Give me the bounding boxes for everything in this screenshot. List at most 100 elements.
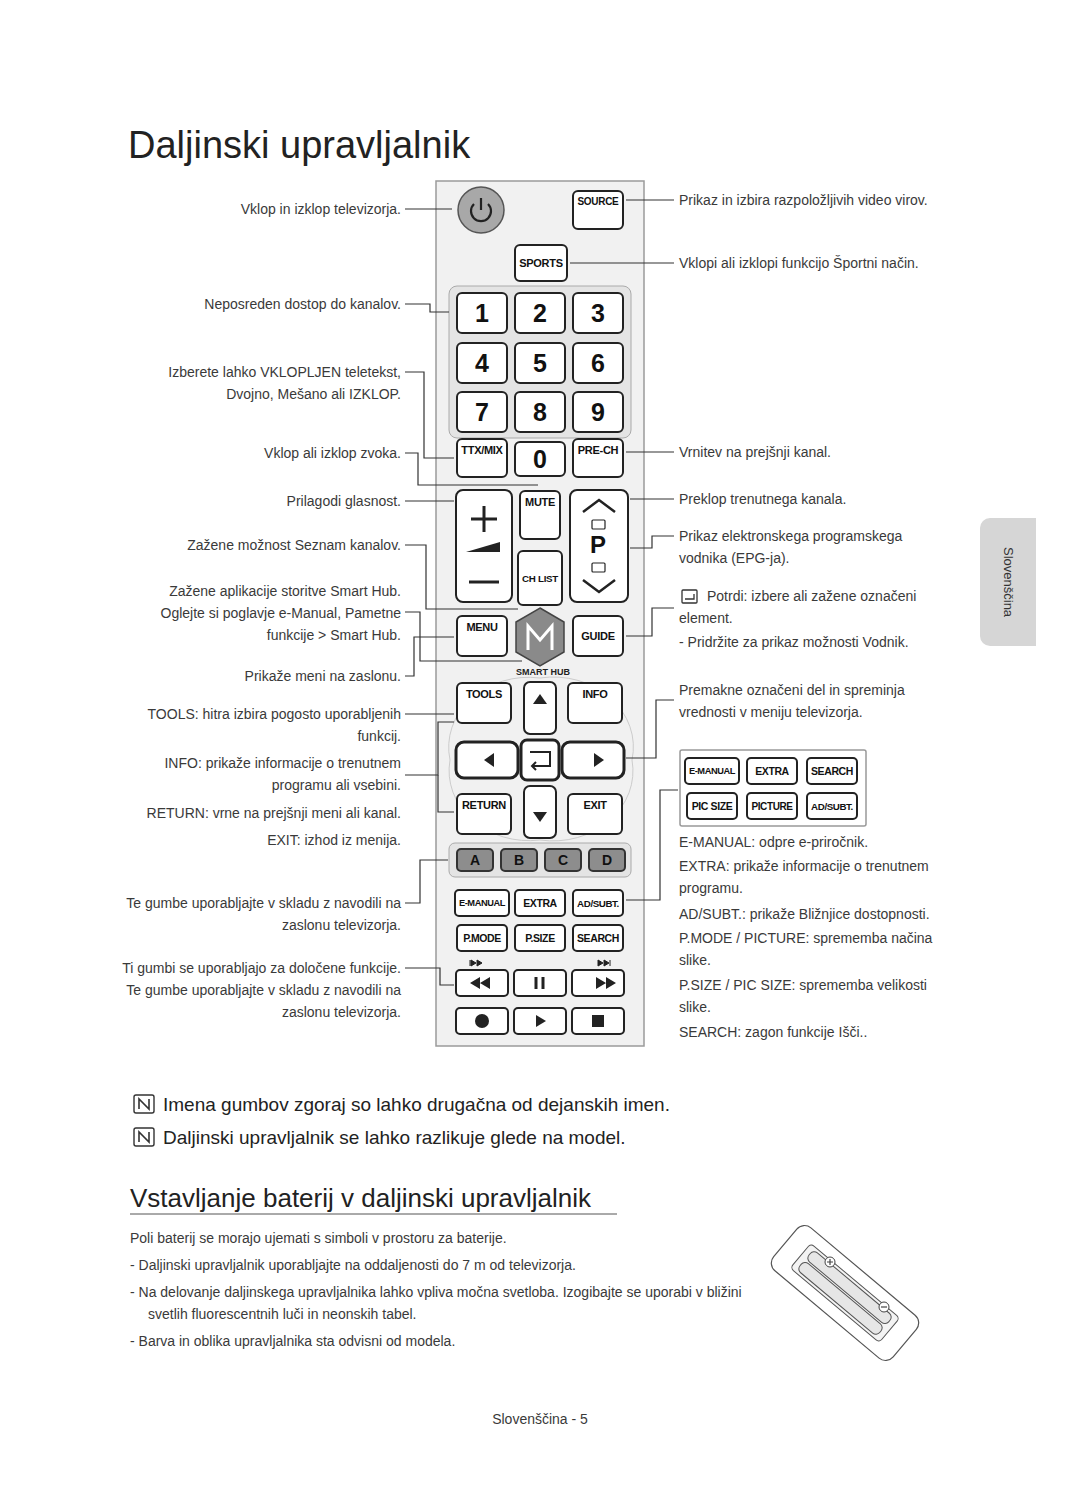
annotation: Poli baterij se morajo ujemati s simboli… [130, 1227, 770, 1249]
remote-button: PRE-CH [572, 438, 624, 478]
remote-button: PICTURE [746, 792, 798, 820]
annotation: Vklop in izklop televizorja. [121, 198, 401, 220]
note-icon [139, 1099, 149, 1109]
remote-button: 8 [514, 391, 566, 433]
color-panel [449, 843, 631, 877]
up-button [524, 682, 556, 734]
annotation: P.SIZE / PIC SIZE: sprememba velikosti s… [679, 974, 941, 1018]
button-label: EXTRA [523, 897, 557, 909]
button-label: 9 [591, 398, 605, 427]
plus-symbol [471, 506, 497, 532]
button-label: 1 [475, 299, 489, 328]
smart-hub-button [516, 608, 564, 666]
remote-button: B [500, 848, 538, 872]
play-symbol [536, 1015, 546, 1027]
leader-line [405, 968, 454, 985]
button-label: RETURN [462, 799, 506, 811]
button-label: EXIT [583, 799, 606, 811]
remote-button: PIC SIZE [686, 792, 738, 820]
button-label: CH LIST [522, 573, 558, 584]
enter-button [521, 740, 559, 780]
remote-button: INFO [567, 682, 623, 724]
volume-rocker [456, 490, 512, 602]
forward-symbol [596, 977, 616, 989]
remote-button: 0 [514, 441, 566, 477]
remote-button: 6 [572, 342, 624, 384]
leader-line [630, 498, 674, 499]
remote-button: SEARCH [806, 757, 858, 785]
annotation: Izberete lahko VKLOPLJEN teletekst, Dvoj… [139, 361, 401, 405]
leader-line [630, 536, 674, 548]
remote-back [767, 1221, 922, 1364]
leader-line [405, 372, 454, 458]
button-label: 7 [475, 398, 489, 427]
button-label: 5 [533, 349, 547, 378]
annotation: Zažene aplikacije storitve Smart Hub. Og… [131, 580, 401, 646]
annotation: Zažene možnost Seznam kanalov. [121, 534, 401, 556]
remote-button: RETURN [456, 793, 512, 835]
leader-line [405, 500, 454, 501]
button-label: SOURCE [578, 196, 619, 207]
remote-button: EXTRA [746, 757, 798, 785]
page-number: Slovenščina - 5 [390, 1408, 690, 1430]
pause-symbol [536, 977, 543, 989]
button-label: AD/SUBT. [577, 898, 619, 909]
note: Daljinski upravljalnik se lahko razlikuj… [163, 1124, 863, 1151]
polarity-mark [879, 1302, 889, 1312]
remote-button: SOURCE [572, 190, 624, 230]
button-label: P [590, 531, 606, 559]
leader-line [405, 208, 452, 209]
annotation: P.MODE / PICTURE: sprememba načina slike… [679, 927, 941, 971]
button-label: AD/SUBT. [811, 801, 853, 812]
skip-back [470, 960, 482, 966]
button-label: SEARCH [811, 765, 853, 777]
annotation: EXTRA: prikaže informacije o trenutnem p… [679, 855, 947, 899]
media-button [572, 1008, 624, 1034]
remote-button: C [544, 848, 582, 872]
annotation: Preklop trenutnega kanala. [679, 488, 959, 510]
remote-button: MENU [456, 615, 508, 657]
annotation: Prikaže meni na zaslonu. [121, 665, 401, 687]
button-label: B [514, 852, 524, 868]
annotation: Te gumbe uporabljajte v skladu z navodil… [123, 892, 401, 936]
annotation: Ti gumbi se uporabljajo za določene funk… [116, 957, 401, 1023]
button-label: 3 [591, 299, 605, 328]
channel-rocker [570, 490, 628, 602]
button-label: EXTRA [755, 765, 789, 777]
media-button [456, 1008, 508, 1034]
remote-button: P [580, 530, 616, 560]
remote-button: 9 [572, 391, 624, 433]
annotation: Vklop ali izklop zvoka. [121, 442, 401, 464]
annotation: - Pridržite za prikaz možnosti Vodnik. [679, 631, 969, 653]
polarity-mark [825, 1257, 835, 1267]
arrow-down [533, 812, 547, 822]
leader-line [405, 545, 518, 609]
button-label: GUIDE [581, 630, 614, 642]
icon [592, 563, 605, 572]
remote-button: D [588, 848, 626, 872]
button-label: D [602, 852, 612, 868]
record-symbol [475, 1014, 489, 1028]
keypad-panel [449, 286, 631, 438]
arrow-up [533, 694, 547, 704]
remote-button: 2 [514, 292, 566, 334]
button-label: SPORTS [519, 257, 562, 269]
down-chevron [583, 580, 615, 592]
leader-line [626, 700, 674, 758]
button-caption: SMART HUB [503, 666, 583, 679]
power-symbol [480, 198, 482, 210]
remote-button: 4 [456, 342, 508, 384]
remote-button: AD/SUBT. [806, 792, 858, 820]
smart-hub-logo [528, 626, 552, 650]
note: Imena gumbov zgoraj so lahko drugačna od… [163, 1091, 863, 1118]
annotation: SEARCH: zagon funkcije Išči.. [679, 1021, 969, 1043]
leader-line [405, 722, 454, 775]
annotation: Vklopi ali izklopi funkcijo Športni nači… [679, 252, 979, 274]
remote-button: 3 [572, 292, 624, 334]
annotation: Premakne označeni del in spreminja vredn… [679, 679, 929, 723]
leader-line [405, 637, 454, 676]
note-icon [134, 1128, 154, 1146]
annotation: - Daljinski upravljalnik uporabljajte na… [130, 1254, 770, 1276]
annotation: AD/SUBT.: prikaže Bližnjice dostopnosti. [679, 903, 969, 925]
button-label: PICTURE [751, 801, 792, 812]
